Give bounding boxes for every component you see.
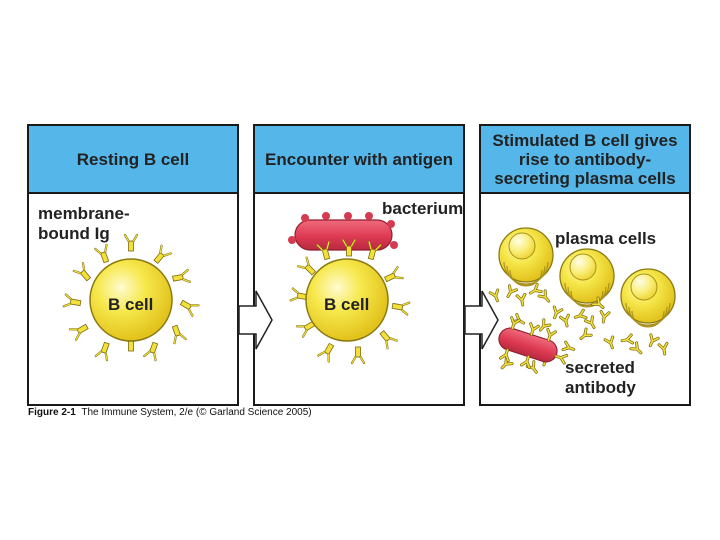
plasma-cell: [498, 227, 554, 287]
secreted-antibody-line: antibody: [565, 378, 636, 397]
secreted-antibody-label: secreted antibody: [565, 358, 636, 398]
membrane-ig-line: membrane-: [38, 204, 130, 223]
panel-header: Resting B cell: [29, 126, 237, 194]
bacterium-label: bacterium: [382, 199, 464, 218]
resting-b-cell: [62, 233, 200, 362]
figure-caption: Figure 2-1 The Immune System, 2/e (© Gar…: [28, 407, 312, 418]
panel-header: Encounter with antigen: [255, 126, 463, 194]
panel-resting-b-cell: Resting B cell: [27, 124, 239, 406]
b-cell-label: B cell: [324, 295, 370, 314]
secreted-antibody-line: secreted: [565, 358, 635, 377]
bacterium-shape: [288, 212, 398, 251]
bacterium-with-antibodies: [498, 316, 569, 369]
b-cell-label: B cell: [108, 295, 154, 314]
plasma-cells-label: plasma cells: [555, 229, 657, 248]
figure-number: Figure 2-1: [28, 407, 76, 418]
membrane-ig-line: bound Ig: [38, 224, 110, 243]
membrane-ig-label: membrane- bound Ig: [38, 204, 130, 244]
plasma-cell: [559, 248, 615, 308]
plasma-cell: [620, 268, 676, 328]
panel-encounter-antigen: Encounter with antigen: [253, 124, 465, 406]
arrow-right-icon: [238, 290, 273, 350]
panel-title: Resting B cell: [76, 149, 190, 169]
panel-title: Encounter with antigen: [265, 149, 453, 169]
panel-title: Stimulated B cell gives rise to antibody…: [492, 130, 678, 188]
b-cell-body: [305, 258, 389, 342]
panel-header: Stimulated B cell gives rise to antibody…: [481, 126, 689, 194]
b-cell-body: [89, 258, 173, 342]
b-cell-binding-antigen: [288, 212, 411, 365]
figure-source: The Immune System, 2/e (© Garland Scienc…: [81, 407, 312, 418]
arrow-right-icon: [464, 290, 499, 350]
